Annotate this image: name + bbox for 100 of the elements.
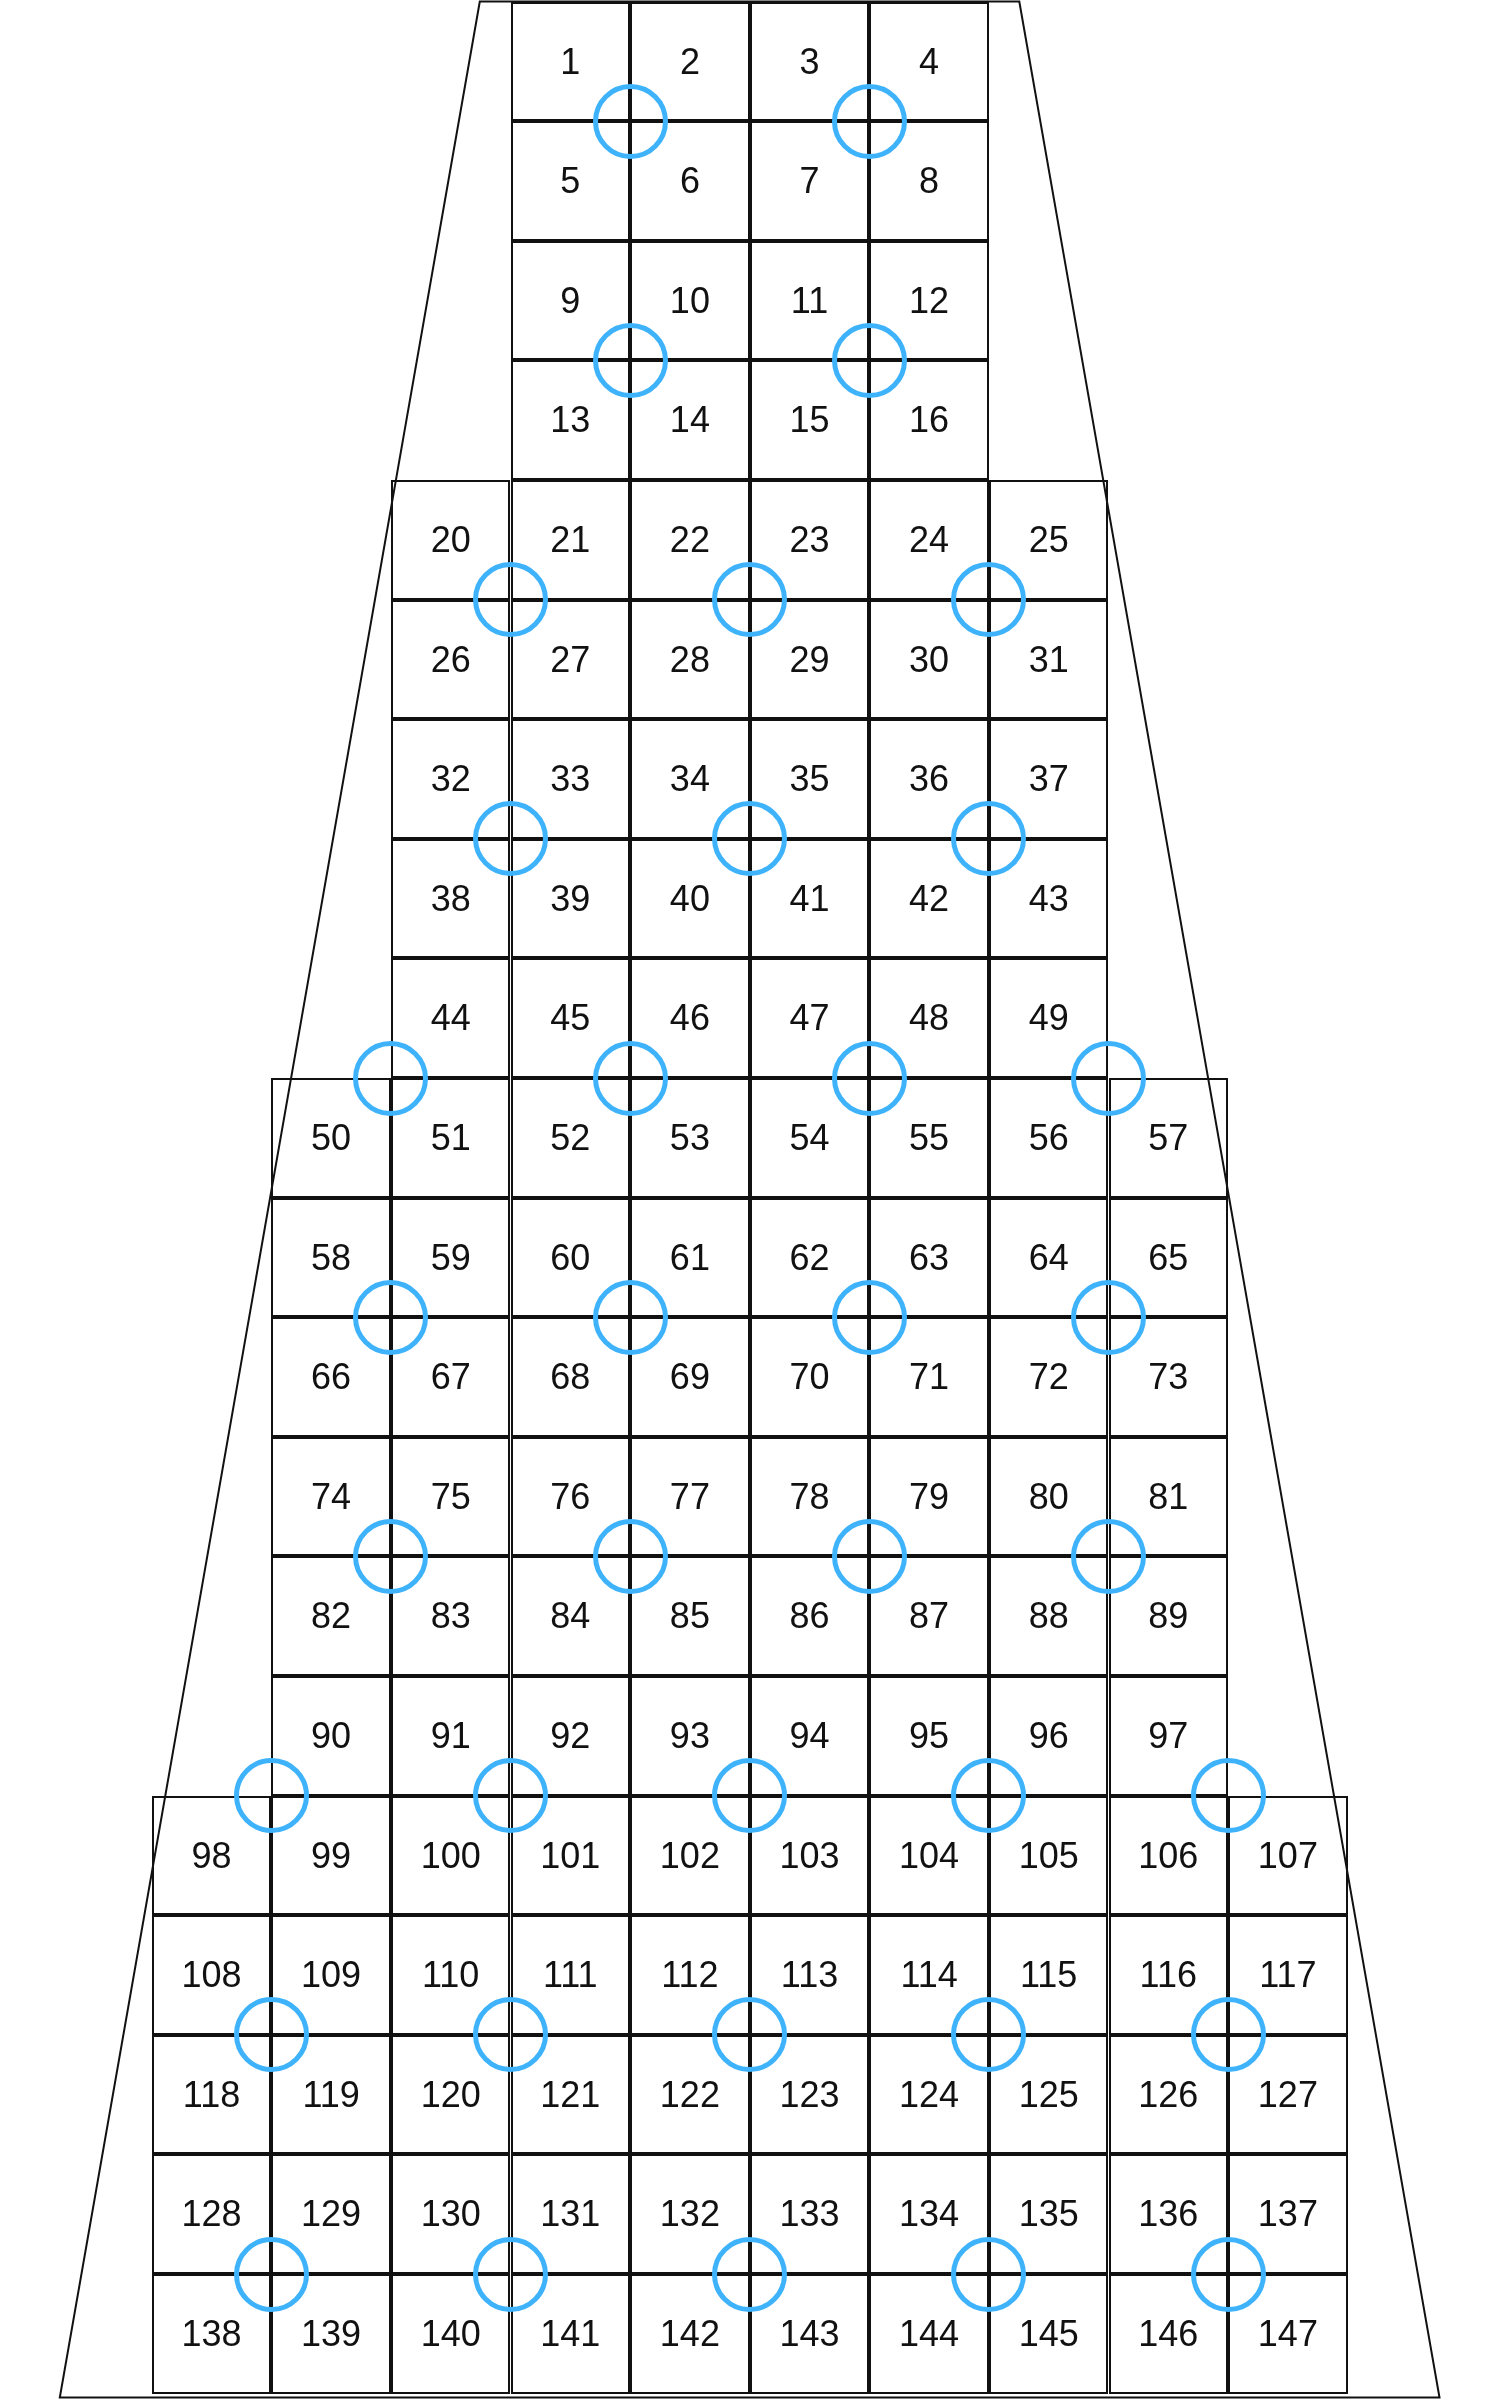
grid-cell	[869, 360, 989, 480]
cell-number: 3	[799, 41, 820, 82]
cell-number: 65	[1148, 1237, 1189, 1278]
grid-cell	[869, 121, 989, 241]
cell-number: 68	[550, 1357, 591, 1397]
grid-cell	[749, 1197, 870, 1318]
cell-number: 26	[430, 639, 471, 680]
cell-number: 22	[669, 520, 710, 560]
cell-number: 72	[1028, 1357, 1069, 1397]
cell-number: 34	[669, 759, 710, 799]
cell-number: 64	[1028, 1237, 1069, 1278]
grid-cell	[630, 121, 750, 241]
cell-number: 77	[669, 1476, 710, 1517]
grid-cell	[1228, 2034, 1348, 2155]
cell-number: 1	[560, 41, 581, 82]
cell-number: 126	[1138, 2074, 1199, 2115]
grid-cell	[1228, 2274, 1348, 2394]
grid-cell	[869, 240, 989, 361]
grid-cell	[869, 1, 989, 122]
cell-number: 20	[430, 520, 471, 560]
grid-cell	[271, 2274, 391, 2394]
cell-number: 58	[311, 1237, 352, 1278]
cell-number: 98	[191, 1835, 232, 1876]
grid-cell	[988, 1436, 1109, 1557]
grid-cell	[151, 1795, 272, 1916]
grid-cell	[1108, 1915, 1229, 2035]
grid-cell	[749, 838, 870, 959]
cell-number: 100	[420, 1835, 481, 1876]
cell-number: 142	[659, 2314, 720, 2354]
grid-cell	[510, 1436, 631, 1557]
grid-cell	[869, 599, 989, 720]
grid-cell	[988, 2034, 1109, 2155]
grid-cell	[271, 1915, 391, 2035]
grid-cell	[1228, 1915, 1348, 2035]
cell-number: 27	[550, 639, 591, 680]
grid-cell	[151, 2034, 272, 2155]
grid-cell	[390, 1078, 511, 1198]
grid-cell	[988, 1676, 1109, 1796]
cell-number: 28	[669, 639, 710, 680]
cell-number: 43	[1028, 878, 1069, 919]
grid-cell	[390, 480, 511, 600]
cell-number: 21	[550, 520, 591, 560]
grid-cell	[630, 599, 750, 720]
cell-number: 119	[302, 2074, 360, 2115]
grid-cell	[510, 958, 631, 1078]
grid-cell	[271, 1197, 391, 1318]
cell-number: 128	[181, 2194, 242, 2234]
cell-number: 83	[430, 1596, 471, 1636]
grid-cell	[1108, 1795, 1229, 1916]
cell-number: 24	[909, 520, 950, 560]
grid-cell	[869, 958, 989, 1078]
cell-number: 46	[669, 998, 710, 1038]
grid-cell	[1108, 1556, 1229, 1676]
grid-cell	[390, 1915, 511, 2035]
grid-cell	[390, 2154, 511, 2274]
cell-number: 62	[789, 1237, 830, 1278]
grid-cell	[749, 360, 870, 480]
grid-cell	[630, 1317, 750, 1437]
cell-number: 78	[789, 1476, 830, 1517]
grid-cell	[630, 360, 750, 480]
cell-number: 23	[789, 520, 830, 560]
cell-number: 116	[1139, 1955, 1197, 1995]
grid-cell	[271, 1795, 391, 1916]
grid-cell	[510, 121, 631, 241]
grid-cell	[869, 1795, 989, 1916]
cell-number: 15	[789, 400, 830, 440]
grid-cell	[630, 1676, 750, 1796]
cell-number: 33	[550, 759, 591, 799]
grid-cell	[630, 1556, 750, 1676]
grid-cell	[749, 240, 870, 361]
cell-number: 16	[909, 400, 950, 440]
grid-cell	[390, 1317, 511, 1437]
cell-number: 8	[919, 161, 940, 201]
cell-number: 89	[1148, 1596, 1189, 1636]
cell-number: 9	[560, 280, 581, 321]
cell-number: 90	[311, 1716, 352, 1756]
cell-number: 40	[669, 878, 710, 919]
cell-number: 31	[1028, 639, 1069, 680]
cell-number: 92	[550, 1716, 591, 1756]
cell-number: 124	[899, 2074, 960, 2115]
grid-cell	[630, 1436, 750, 1557]
cell-number: 54	[789, 1118, 830, 1158]
cell-number: 80	[1028, 1476, 1069, 1517]
grid-cell	[1108, 1317, 1229, 1437]
grid-cell	[749, 1078, 870, 1198]
cell-number: 84	[550, 1596, 591, 1636]
cell-number: 112	[661, 1955, 719, 1995]
grid-cell	[749, 1795, 870, 1916]
cell-number: 147	[1257, 2314, 1318, 2354]
grid-cell	[1108, 1676, 1229, 1796]
cell-number: 111	[542, 1955, 598, 1995]
cell-number: 75	[430, 1476, 471, 1517]
grid-cell	[510, 1795, 631, 1916]
cell-number: 6	[679, 161, 700, 201]
cell-number: 2	[679, 41, 700, 82]
grid-cell	[988, 1795, 1109, 1916]
grid-cell	[390, 599, 511, 720]
cell-number: 121	[540, 2074, 601, 2115]
cell-number: 49	[1028, 998, 1069, 1038]
grid-cell	[510, 1197, 631, 1318]
